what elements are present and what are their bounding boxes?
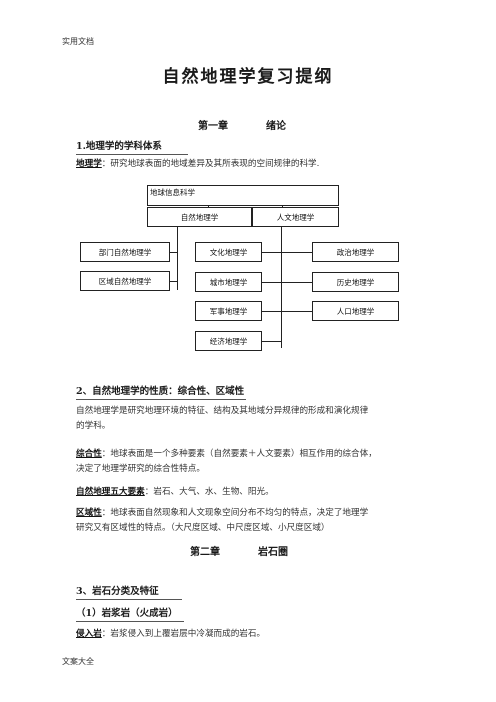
connector-to-dept: [170, 252, 178, 253]
box-earth-info-science: 地球信息科学: [147, 185, 339, 206]
box-military-geography: 军事地理学: [195, 301, 262, 321]
paragraph-comprehensiveness: 综合性：地球表面是一个多种要素（自然要素＋人文要素）相互作用的综合体， 决定了地…: [76, 447, 377, 477]
term-geography: 地理学: [76, 159, 102, 169]
paragraph-line: ：岩石、大气、水、生物、阳光。: [144, 487, 274, 497]
paragraph-regionality: 区域性：地球表面自然现象和人文现象空间分布不均匀的特点，决定了地理学 研究又有区…: [76, 506, 368, 536]
term-comprehensiveness: 综合性: [76, 449, 102, 459]
section2-heading: 2、自然地理学的性质：综合性、区域性: [76, 383, 246, 400]
section3-heading: 3、岩石分类及特征: [76, 583, 182, 600]
subsection1-heading: （1）岩浆岩（火成岩）: [76, 605, 184, 622]
connector-row1: [262, 252, 312, 253]
paragraph-line: ：岩浆侵入到上覆岩层中冷凝而成的岩石。: [101, 629, 266, 639]
chapter1-name: 绪论: [266, 121, 286, 132]
connector-row3: [262, 311, 312, 312]
box-department-physical-geography: 部门自然地理学: [80, 242, 170, 262]
paragraph-line: ：地球表面是一个多种要素（自然要素＋人文要素）相互作用的综合体，: [101, 449, 377, 459]
connector-row4: [262, 341, 282, 342]
paragraph-line: 的学科。: [76, 421, 111, 431]
box-earth-info-science-label: 地球信息科学: [150, 188, 195, 197]
box-regional-physical-geography: 区域自然地理学: [80, 271, 170, 291]
term-five-elements: 自然地理五大要素: [76, 487, 145, 497]
paragraph-line: 决定了地理学研究的综合性特点。: [76, 464, 205, 474]
paragraph-line: ：地球表面自然现象和人文现象空间分布不均匀的特点，决定了地理学: [101, 508, 369, 518]
connector-row2: [262, 282, 312, 283]
box-human-geography: 人文地理学: [252, 207, 339, 227]
box-urban-geography: 城市地理学: [195, 272, 262, 292]
connector-natural-trunk: [177, 226, 178, 290]
geography-definition-text: ：研究地球表面的地域差异及其所表现的空间规律的科学.: [101, 159, 320, 169]
chapter2-number: 第二章: [190, 547, 220, 558]
box-physical-geography: 自然地理学: [147, 207, 252, 227]
term-regionality: 区域性: [76, 508, 102, 518]
term-intrusive-rock: 侵入岩: [76, 629, 102, 639]
box-political-geography: 政治地理学: [312, 242, 399, 262]
page-title: 自然地理学复习提纲: [162, 67, 334, 87]
box-population-geography: 人口地理学: [312, 301, 399, 321]
geography-definition: 地理学：研究地球表面的地域差异及其所表现的空间规律的科学.: [76, 157, 319, 172]
connector-human-trunk: [281, 226, 282, 348]
paragraph-line: 自然地理学是研究地理环境的特征、结构及其地域分异规律的形成和演化规律: [76, 406, 369, 416]
footer-label: 文案大全: [62, 657, 94, 666]
paragraph-line: 研究又有区域性的特点。（大尺度区域、中尺度区域、小尺度区域）: [76, 523, 330, 533]
paragraph-five-elements: 自然地理五大要素：岩石、大气、水、生物、阳光。: [76, 485, 274, 500]
paragraph-physical-geography: 自然地理学是研究地理环境的特征、结构及其地域分异规律的形成和演化规律 的学科。: [76, 404, 368, 434]
box-historical-geography: 历史地理学: [312, 272, 399, 292]
box-cultural-geography: 文化地理学: [195, 242, 262, 262]
chapter2-name: 岩石圈: [258, 547, 288, 558]
header-label: 实用文档: [62, 37, 94, 46]
paragraph-intrusive-rock: 侵入岩：岩浆侵入到上覆岩层中冷凝而成的岩石。: [76, 627, 265, 642]
section1-heading: 1.地理学的学科体系: [76, 138, 188, 155]
box-economic-geography: 经济地理学: [195, 331, 262, 351]
connector-to-region: [170, 281, 178, 282]
chapter1-number: 第一章: [198, 121, 228, 132]
